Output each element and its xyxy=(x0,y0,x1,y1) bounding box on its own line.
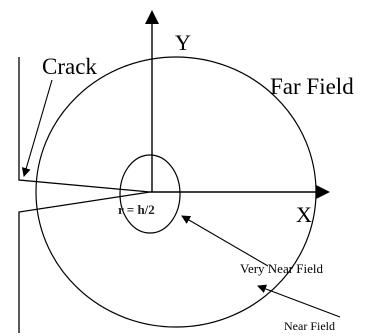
specimen-lower-edge xyxy=(18,191,151,333)
x-axis-label: X xyxy=(296,202,312,227)
near-field-label: Near Field xyxy=(284,319,335,333)
very-near-field-pointer-arrow xyxy=(181,215,269,267)
radius-label: r = h/2 xyxy=(118,202,155,217)
crack-label: Crack xyxy=(42,54,97,79)
crack-pointer-arrow xyxy=(21,79,53,177)
specimen-upper-edge xyxy=(18,57,151,193)
y-axis-label: Y xyxy=(175,30,191,55)
near-field-pointer-arrow xyxy=(257,284,341,318)
very-near-field-ellipse xyxy=(119,154,181,234)
very-near-field-label: Very Near Field xyxy=(240,261,324,276)
far-field-label: Far Field xyxy=(270,74,354,99)
